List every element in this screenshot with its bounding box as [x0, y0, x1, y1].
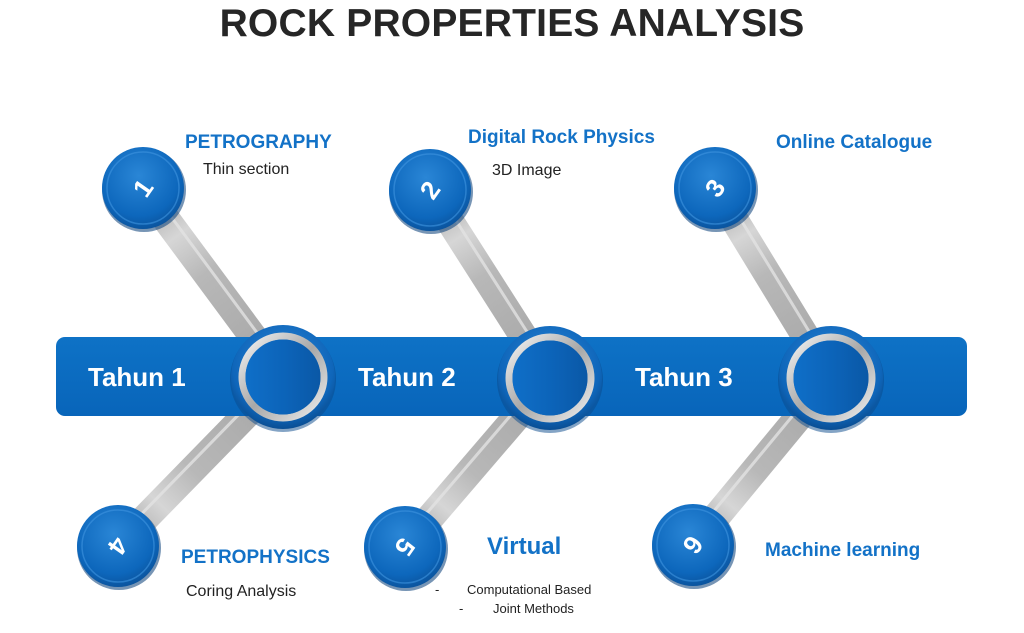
- node-1-heading: PETROGRAPHY: [185, 132, 332, 153]
- year-label-1: Tahun 1: [88, 362, 186, 392]
- ball-body: [102, 147, 184, 229]
- ball-body: [389, 149, 471, 231]
- node-5-bullet-2: - Joint Methods: [459, 601, 574, 616]
- hub-1: [230, 325, 336, 432]
- ball-body: [77, 505, 159, 587]
- bullet-dash: -: [459, 601, 464, 616]
- ball-rim: [368, 510, 442, 584]
- node-ball-2: 2: [389, 149, 473, 234]
- node-2-heading: Digital Rock Physics: [468, 127, 655, 148]
- node-ball-group: 1 2 3 4 5 6: [77, 147, 758, 591]
- ball-rim: [81, 509, 155, 583]
- node-3-heading: Online Catalogue: [776, 132, 933, 153]
- ball-rim: [656, 508, 730, 582]
- hub-inner: [512, 340, 588, 416]
- ball-body: [674, 147, 756, 229]
- hub-silver-ring: [505, 333, 595, 423]
- ball-rim: [106, 151, 180, 225]
- stick-highlight: [146, 183, 289, 375]
- ball-rim: [678, 151, 752, 225]
- hub-silver-ring: [238, 332, 328, 422]
- node-5-bullet-1: - Computational Based: [435, 582, 591, 597]
- node-6-heading: Machine learning: [765, 540, 921, 561]
- node-ball-5: 5: [364, 506, 448, 591]
- stick-highlight: [433, 186, 556, 376]
- hub-2: [497, 326, 603, 433]
- node-ball-3: 3: [674, 147, 758, 232]
- hub-inner: [793, 340, 869, 416]
- bullet-dash: -: [435, 582, 440, 597]
- stick-highlight: [718, 184, 837, 376]
- node-ball-6: 6: [652, 504, 736, 589]
- node-5-heading: Virtual: [487, 533, 562, 560]
- node-2-subtitle: 3D Image: [492, 162, 562, 179]
- node-ball-4: 4: [77, 505, 161, 590]
- year-label-2: Tahun 2: [358, 362, 456, 392]
- year-label-3: Tahun 3: [635, 362, 733, 392]
- hub-group: [230, 325, 884, 433]
- ball-body: [652, 504, 734, 586]
- page-title: ROCK PROPERTIES ANALYSIS: [219, 2, 805, 45]
- ball-rim: [393, 153, 467, 227]
- node-4-heading: PETROPHYSICS: [181, 547, 330, 568]
- connector-stick-1: [131, 179, 295, 386]
- ball-body: [364, 506, 446, 588]
- hub-inner: [245, 339, 321, 415]
- node-4-subtitle: Coring Analysis: [186, 583, 297, 600]
- hub-3: [778, 326, 884, 433]
- stick-highlight: [399, 373, 547, 545]
- node-1-subtitle: Thin section: [203, 161, 290, 178]
- hub-silver-ring: [786, 333, 876, 423]
- stick-body: [131, 179, 295, 386]
- bullet-text: Computational Based: [467, 582, 592, 597]
- node-ball-1: 1: [102, 147, 186, 232]
- bullet-text: Joint Methods: [493, 601, 574, 616]
